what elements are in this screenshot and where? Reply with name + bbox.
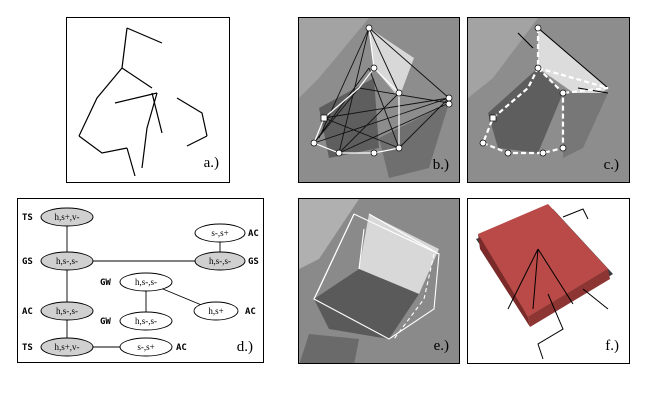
graph-node-label: s-,s+	[211, 228, 228, 238]
graph-node	[119, 311, 173, 331]
graph-node	[40, 207, 94, 227]
graph-side-label: AC	[245, 307, 256, 317]
graph-side-label: AC	[248, 229, 259, 239]
graph-node	[194, 223, 246, 243]
graph-node-label: h,s+,v-	[54, 342, 79, 352]
panel-a-line-segments: a.)	[66, 17, 230, 183]
panel-e-label: e.)	[433, 338, 449, 354]
panel-a-label: a.)	[203, 155, 219, 171]
graph-node-label: h,s-,s-	[56, 306, 78, 316]
graph-node-label: h,s+	[208, 306, 223, 316]
graph-side-label: TS	[22, 343, 33, 353]
graph-node	[40, 301, 94, 321]
line-segments-drawing	[78, 27, 208, 177]
graph-side-label: GS	[22, 257, 33, 267]
panel-d-label: d.)	[236, 339, 253, 355]
panel-c-selected-contour: c.)	[467, 17, 630, 183]
graph-node	[40, 337, 94, 357]
graph-node-label: h,s+,v-	[54, 212, 79, 222]
panel-c-label: c.)	[603, 157, 619, 173]
graph-node	[119, 272, 173, 292]
graph-node-label: h,s-,s-	[209, 256, 231, 266]
graph-node	[194, 251, 246, 271]
graph-side-label: GS	[248, 257, 259, 267]
graph-side-label: AC	[176, 343, 187, 353]
graph-node-label: h,s-,s-	[135, 277, 157, 287]
rendered-roof	[468, 199, 629, 363]
graph-node-label: h,s-,s-	[56, 256, 78, 266]
graph-side-label: GW	[100, 317, 111, 327]
graph-side-label: GW	[100, 278, 111, 288]
graph-node-label: s-,s+	[137, 342, 154, 352]
panel-f-label: f.)	[605, 338, 619, 354]
graph-node	[193, 301, 239, 321]
graph-node	[119, 337, 173, 357]
panel-b-label: b.)	[432, 157, 449, 173]
graph-node	[40, 251, 94, 271]
graph-side-label: AC	[22, 307, 33, 317]
aerial-image-e	[299, 199, 459, 363]
graph-node-label: h,s-,s-	[135, 316, 157, 326]
panel-d-grouping-graph: h,s+,v- h,s-,s- h,s-,s- h,s+,v- s-,s+ h,…	[17, 198, 264, 363]
grouping-graph-drawing: h,s+,v- h,s-,s- h,s-,s- h,s+,v- s-,s+ h,…	[22, 207, 259, 357]
aerial-image-c	[468, 18, 629, 182]
aerial-image-b	[299, 18, 459, 182]
panel-f-3d-roof-model: f.)	[467, 198, 630, 364]
panel-b-hypothesis-graph: b.)	[298, 17, 460, 183]
graph-side-label: TS	[22, 213, 33, 223]
panel-e-wireframe-overlay: e.)	[298, 198, 460, 364]
